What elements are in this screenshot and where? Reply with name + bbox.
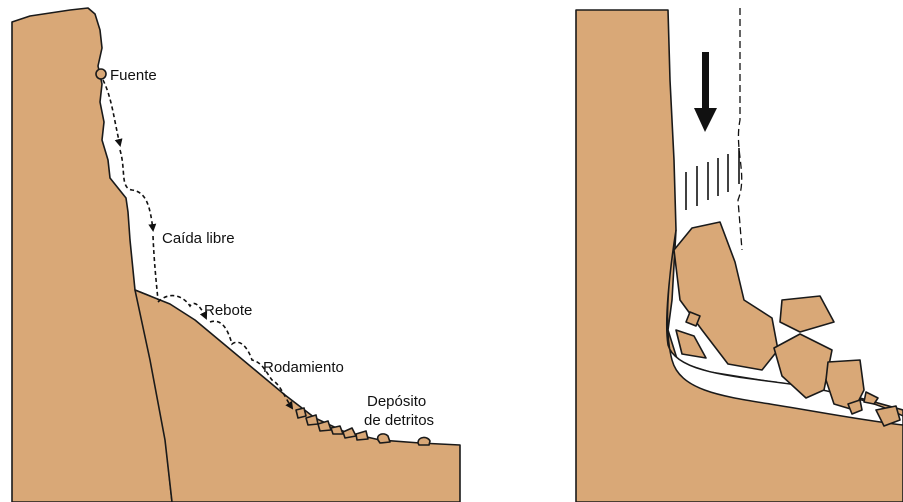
label-source: Fuente bbox=[110, 67, 157, 84]
label-deposit-line2: de detritos bbox=[364, 412, 434, 429]
label-bounce: Rebote bbox=[204, 302, 252, 319]
label-free-fall: Caída libre bbox=[162, 230, 235, 247]
falling-arrow bbox=[694, 52, 717, 132]
left-panel: Fuente Caída libre Rebote Rodamiento Dep… bbox=[12, 8, 460, 502]
rock-wall bbox=[576, 10, 903, 502]
right-panel bbox=[576, 8, 903, 502]
label-rolling: Rodamiento bbox=[263, 359, 344, 376]
source-rock bbox=[96, 69, 106, 79]
label-deposit-line1: Depósito bbox=[367, 393, 426, 410]
detachment-line bbox=[738, 8, 742, 250]
motion-lines bbox=[686, 148, 739, 210]
fall-to-slope bbox=[153, 236, 158, 300]
free-fall-trajectory bbox=[103, 80, 120, 145]
